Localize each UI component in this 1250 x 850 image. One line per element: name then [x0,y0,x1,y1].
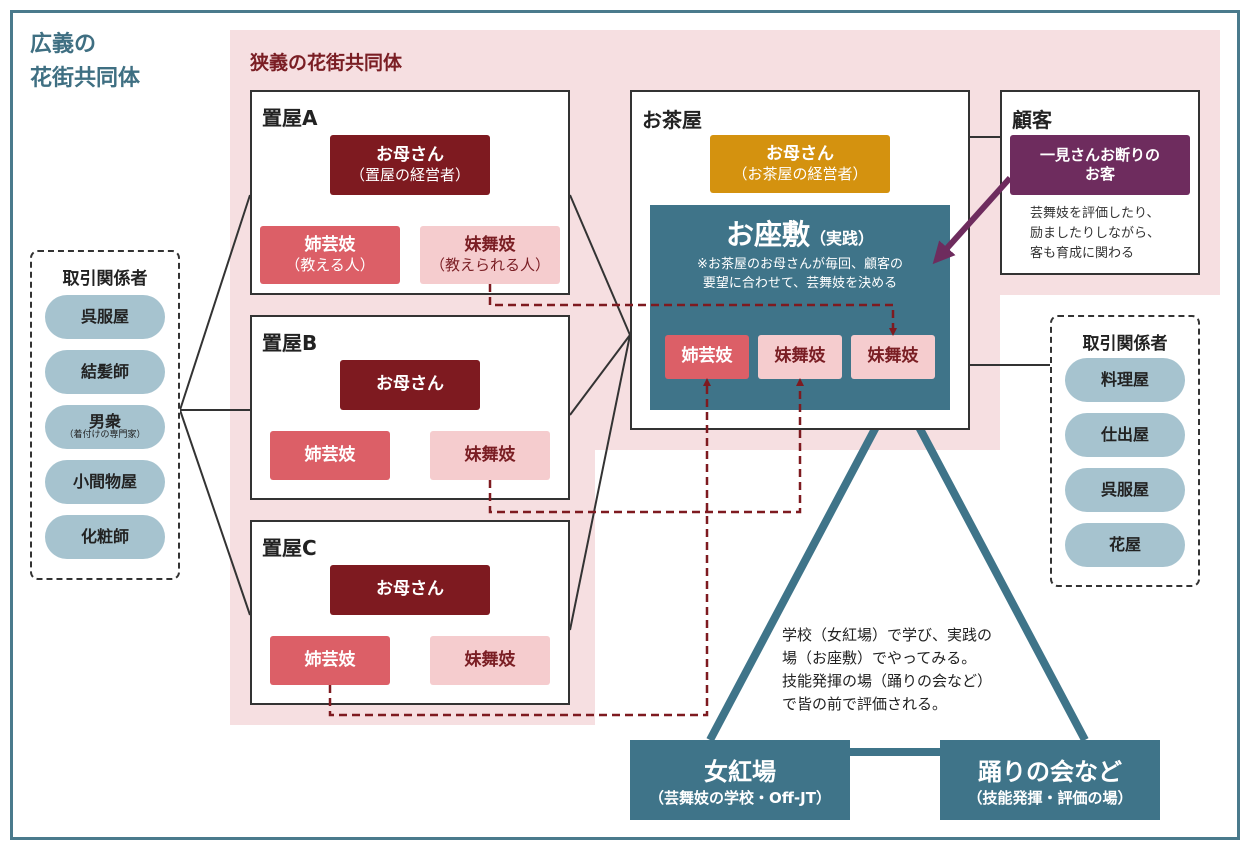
zashiki-title-main: お座敷 [725,218,810,251]
okiya-a-mother: お母さん （置屋の経営者） [330,135,490,195]
customer-label: 一見さんお断りの お客 [1010,135,1190,195]
partner-left-gofukuya: 呉服屋 [45,295,165,339]
learning-note: 学校（女紅場）で学び、実践の 場（お座敷）でやってみる。 技能発揮の場（踊りの会… [782,624,992,716]
zashiki-note-line-1: ※お茶屋のお母さんが毎回、顧客の [697,257,903,272]
learning-note-line-3: 技能発揮の場（踊りの会など） [782,672,993,690]
partners-left-title: 取引関係者 [62,269,148,289]
okiya-a-elder: 姉芸妓 （教える人） [260,226,400,284]
okiya-c-younger: 妹舞妓 [430,636,550,685]
customer-title: 顧客 [1012,108,1052,132]
stage-title: 踊りの会など [978,758,1122,786]
customer-label-line-1: 一見さんお断りの [1039,146,1160,165]
partner-left-keppatsushi: 結髪師 [45,350,165,394]
ochaya-mother-sub: （お茶屋の経営者） [732,165,868,184]
okiya-b-mother: お母さん [340,360,480,410]
okiya-b-title: 置屋B [262,331,318,355]
dispatch-arrow-a [488,284,897,336]
zashiki-title-sub: （実践） [810,229,875,248]
school-sub: （芸舞妓の学校・Off-JT） [649,789,831,807]
zashiki-younger-2: 妹舞妓 [851,335,935,379]
ochaya-mother-label: お母さん [766,144,834,164]
customer-note-line-3: 客も育成に関わる [1030,246,1135,261]
partner-left-keshoushi: 化粧師 [45,515,165,559]
okiya-b-younger: 妹舞妓 [430,431,550,480]
school-title: 女紅場 [704,758,776,786]
partner-right-hanaya: 花屋 [1065,523,1185,567]
okiya-a-younger: 妹舞妓 （教えられる人） [420,226,560,284]
okiya-c-mother: お母さん [330,565,490,615]
broad-title-line-2: 花街共同体 [30,66,141,91]
okiya-a-elder-sub: （教える人） [285,256,375,275]
zashiki-note: ※お茶屋のお母さんが毎回、顧客の 要望に合わせて、芸舞妓を決める [650,255,950,293]
okiya-c-elder: 姉芸妓 [270,636,390,685]
okiya-a-younger-label: 妹舞妓 [464,235,516,255]
okiya-a-elder-label: 姉芸妓 [304,235,356,255]
okiya-a-title: 置屋A [262,106,318,130]
learning-note-line-4: で皆の前で評価される。 [782,695,948,713]
partner-left-otokoshu: 男衆 （着付けの専門家） [45,405,165,449]
partner-right-gofukuya: 呉服屋 [1065,468,1185,512]
stage-sub: （技能発揮・評価の場） [967,789,1133,807]
zashiki-title: お座敷（実践） [650,213,950,253]
okiya-a-younger-sub: （教えられる人） [429,256,550,275]
customer-arrow [932,175,1013,265]
okiya-a-mother-label: お母さん [376,145,444,165]
learning-note-line-2: 場（お座敷）でやってみる。 [782,649,977,667]
zashiki-elder: 姉芸妓 [665,335,749,379]
partner-left-otokoshu-sub: （着付けの専門家） [64,429,146,440]
narrow-community-title: 狭義の花街共同体 [250,52,403,74]
dispatch-arrow-c [328,378,711,717]
broad-community-title: 広義の 花街共同体 [30,28,140,96]
ochaya-title: お茶屋 [642,108,702,132]
outer-frame [10,10,1240,840]
customer-note-line-1: 芸舞妓を評価したり、 [1030,206,1160,221]
partners-right-title: 取引関係者 [1082,334,1168,354]
broad-title-line-1: 広義の [30,32,97,57]
customer-label-line-2: お客 [1084,165,1115,183]
ochaya-mother: お母さん （お茶屋の経営者） [710,135,890,193]
zashiki-younger-1: 妹舞妓 [758,335,842,379]
customer-note: 芸舞妓を評価したり、 励ましたりしながら、 客も育成に関わる [1030,204,1160,264]
okiya-b-elder: 姉芸妓 [270,431,390,480]
school-box: 女紅場 （芸舞妓の学校・Off-JT） [630,740,850,820]
stage-box: 踊りの会など （技能発揮・評価の場） [940,740,1160,820]
partner-left-komamonoya: 小間物屋 [45,460,165,504]
dispatch-arrow-b [488,378,804,514]
learning-note-line-1: 学校（女紅場）で学び、実践の [782,626,993,644]
zashiki-note-line-2: 要望に合わせて、芸舞妓を決める [702,276,898,291]
partner-right-shidashiya: 仕出屋 [1065,413,1185,457]
okiya-c-title: 置屋C [262,536,317,560]
okiya-a-mother-sub: （置屋の経営者） [349,166,470,185]
customer-note-line-2: 励ましたりしながら、 [1030,226,1161,241]
partner-right-ryouriya: 料理屋 [1065,358,1185,402]
partner-left-otokoshu-label: 男衆 [88,412,121,432]
